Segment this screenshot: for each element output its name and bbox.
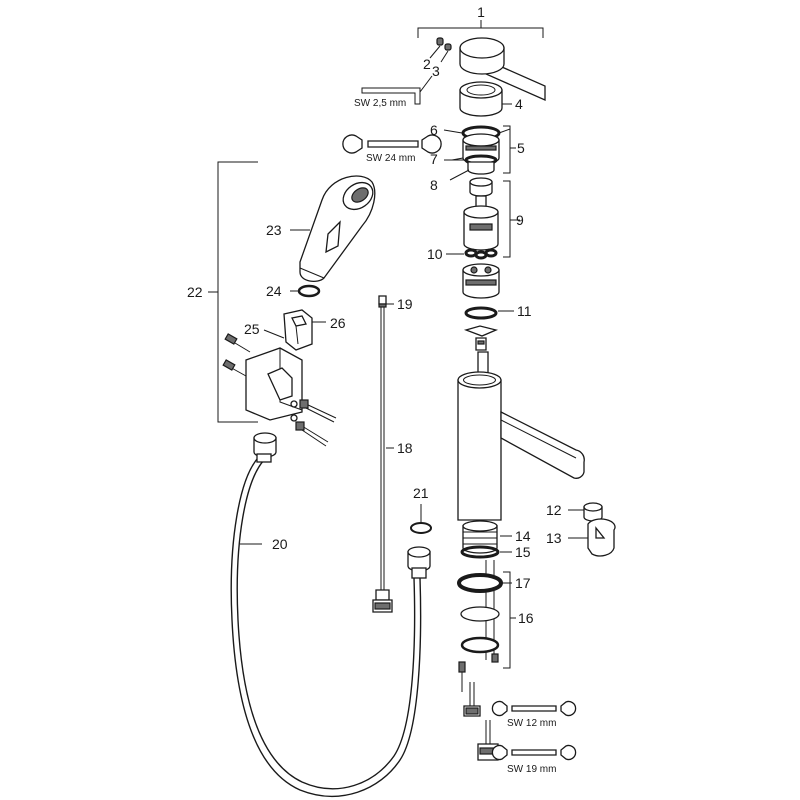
leader-lines	[208, 129, 588, 619]
callout-9: 9	[516, 212, 524, 228]
aerator-part	[583, 502, 616, 557]
callout-15: 15	[515, 544, 531, 560]
washer-21-part	[410, 522, 432, 534]
bracket-part-1	[417, 20, 544, 38]
callout-11: 11	[517, 303, 532, 319]
callout-4: 4	[515, 96, 523, 112]
callout-12: 12	[546, 502, 562, 518]
callout-14: 14	[515, 528, 531, 544]
cartridge-part	[463, 177, 511, 258]
wrench-19-size-label: SW 19 mm	[507, 764, 556, 775]
callout-24: 24	[266, 283, 282, 299]
callout-6: 6	[430, 122, 438, 138]
callout-26: 26	[330, 315, 346, 331]
callout-18: 18	[397, 440, 413, 456]
seal-24-part	[297, 284, 321, 298]
callout-23: 23	[266, 222, 282, 238]
callout-3: 3	[432, 63, 440, 79]
callout-5: 5	[517, 140, 525, 156]
seal-set-part	[464, 248, 498, 260]
wrench-12-size-label: SW 12 mm	[507, 718, 556, 729]
connection-pipe-part	[372, 295, 393, 613]
allen-key-size-label: SW 2,5 mm	[354, 98, 406, 109]
allen-key-icon	[361, 75, 433, 105]
supply-hose-part	[463, 682, 499, 761]
callout-16: 16	[518, 610, 534, 626]
callout-2: 2	[423, 56, 431, 72]
body-insert-part	[462, 263, 500, 320]
callout-17: 17	[515, 575, 531, 591]
callout-13: 13	[546, 530, 562, 546]
wrench-19-icon	[491, 744, 577, 761]
handle-part	[459, 37, 546, 101]
hand-shower-part	[299, 175, 376, 283]
wrench-12-icon	[491, 700, 577, 717]
wrench-24-size-label: SW 24 mm	[366, 153, 415, 164]
wrench-24-icon	[342, 134, 442, 154]
housing-assembly-part	[449, 125, 511, 181]
callout-21: 21	[413, 485, 429, 501]
wall-bracket-part	[222, 333, 337, 447]
shower-hose-part	[230, 432, 431, 797]
callout-20: 20	[272, 536, 288, 552]
callout-8: 8	[430, 177, 438, 193]
grub-screw-parts	[429, 37, 452, 63]
lock-nut-part	[460, 520, 500, 559]
holder-insert-part	[283, 309, 313, 351]
callout-10: 10	[427, 246, 443, 262]
callout-1: 1	[477, 4, 485, 20]
callout-19: 19	[397, 296, 413, 312]
faucet-body-part	[457, 351, 585, 521]
callout-22: 22	[187, 284, 203, 300]
cover-cap-part	[459, 81, 512, 117]
mounting-set-part	[457, 560, 511, 692]
callout-7: 7	[430, 151, 438, 167]
callout-25: 25	[244, 321, 260, 337]
flow-piece-part	[463, 325, 499, 351]
